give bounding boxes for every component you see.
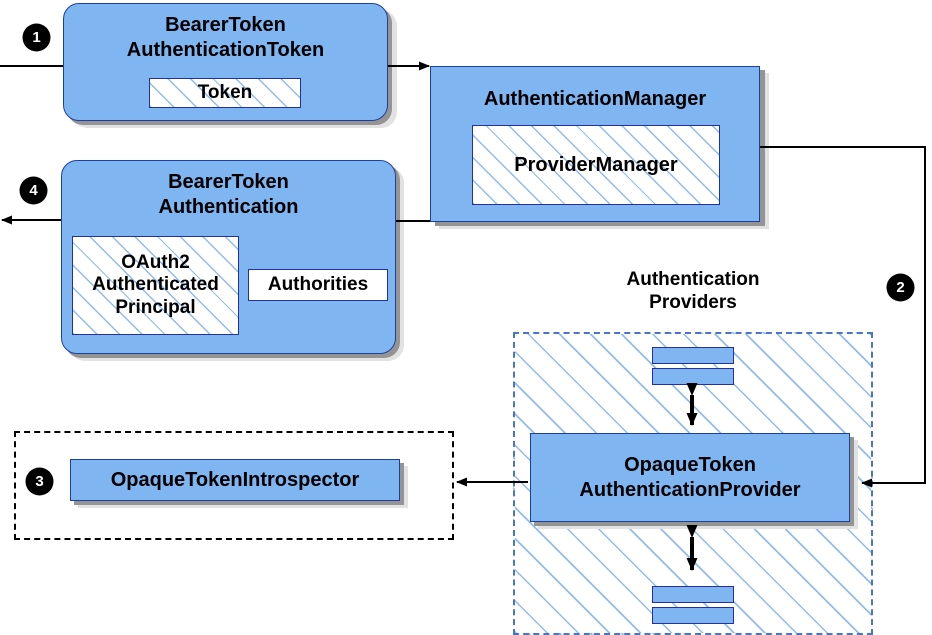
inner-authorities[interactable]: Authorities — [248, 269, 388, 301]
provider-placeholder-bar-bottom-1 — [652, 586, 734, 603]
provider-placeholder-bar-top-1 — [652, 347, 734, 364]
step-badge-1: 1 — [24, 25, 49, 50]
step-badge-3: 3 — [27, 469, 52, 494]
inner-oauth2-authenticated-principal[interactable]: OAuth2 Authenticated Principal — [72, 236, 239, 335]
node-opaque-token-authentication-provider[interactable]: OpaqueToken AuthenticationProvider — [530, 433, 850, 522]
provider-placeholder-bar-top-2 — [652, 368, 734, 385]
bta-title: BearerToken Authentication — [158, 171, 299, 218]
inner-provider-manager[interactable]: ProviderManager — [472, 125, 720, 205]
authentication-providers-title: Authentication Providers — [626, 269, 760, 314]
provider-placeholder-bar-bottom-2 — [652, 607, 734, 624]
step-badge-2: 2 — [888, 275, 913, 300]
opaque-token-introspector-container — [14, 431, 454, 540]
step-badge-4: 4 — [21, 178, 46, 203]
inner-token[interactable]: Token — [149, 78, 301, 108]
otap-title: OpaqueToken AuthenticationProvider — [579, 453, 801, 501]
node-opaque-token-introspector[interactable]: OpaqueTokenIntrospector — [70, 459, 400, 501]
am-title: AuthenticationManager — [483, 88, 707, 110]
btat-title: BearerToken AuthenticationToken — [126, 14, 325, 61]
